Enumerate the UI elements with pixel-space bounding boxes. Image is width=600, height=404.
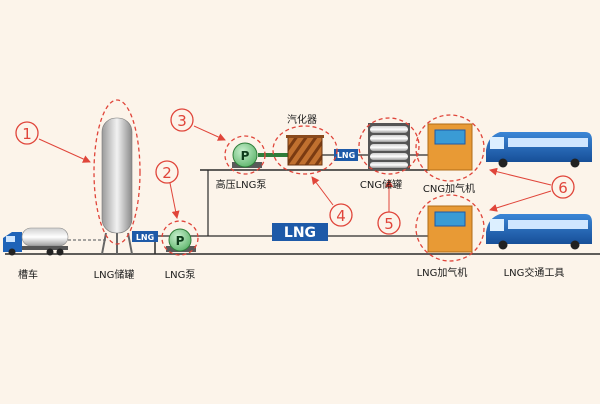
- callout-arrow: [38, 138, 91, 163]
- label-lng-storage: LNG储罐: [94, 268, 135, 281]
- tanker-truck: [3, 227, 108, 256]
- label-cng-dispenser: CNG加气机: [423, 182, 475, 195]
- cng-cylinder: [370, 162, 408, 168]
- highlight-storage-tank: [93, 99, 141, 245]
- storage-tank-body: [101, 117, 133, 234]
- cng-bus-windshield: [490, 137, 504, 149]
- highlight-vaporizer: [272, 125, 338, 175]
- highlight-lng-dispenser: [415, 194, 485, 262]
- lng-bus-wheel: [570, 240, 580, 250]
- highlight-cng-storage: [358, 117, 420, 175]
- callout-arrow: [169, 182, 180, 219]
- highlight-lng-pump: [161, 220, 199, 256]
- cng-cylinder: [370, 144, 408, 151]
- lng-tag-small: [334, 149, 358, 161]
- hp-pump-body: [232, 142, 258, 168]
- lng-tag-text: LNG: [337, 151, 355, 160]
- label-cng-storage: CNG储罐: [360, 178, 402, 191]
- callouts: 1 2 3 4 5 6: [15, 108, 575, 235]
- cng-bus-wheel: [498, 158, 508, 168]
- lng-storage-tank: LNG: [101, 117, 158, 255]
- vaporizer: LNG: [286, 135, 358, 166]
- cng-dispenser-screen: [434, 129, 466, 145]
- lng-tag-small: [132, 231, 158, 242]
- cng-cylinder: [370, 135, 408, 142]
- cng-dispenser: [427, 123, 473, 171]
- highlight-cng-dispenser: [415, 114, 485, 182]
- pump-body: [168, 228, 192, 252]
- callout-circle: [329, 203, 353, 227]
- label-vaporizer: 汽化器: [287, 113, 317, 126]
- cng-bus-windows: [508, 138, 588, 147]
- lng-tag-text: LNG: [136, 233, 154, 242]
- callout-circle: [155, 160, 179, 184]
- lng-pump: P: [166, 228, 196, 252]
- pump-symbol: P: [176, 234, 185, 248]
- callout-arrow: [311, 176, 334, 206]
- truck-wheel: [46, 248, 54, 256]
- callout-number: 3: [177, 112, 187, 130]
- lng-bus-wheel: [498, 240, 508, 250]
- callout-arrow: [193, 125, 226, 141]
- label-lng-vehicle: LNG交通工具: [504, 266, 565, 279]
- label-hp-lng-pump: 高压LNG泵: [216, 178, 267, 191]
- hp-pump-symbol: P: [241, 149, 250, 163]
- callout-number: 6: [558, 179, 568, 197]
- vaporizer-coil: [287, 136, 323, 166]
- truck-tank: [21, 227, 69, 247]
- cng-bus: [486, 132, 592, 168]
- label-lng-pump: LNG泵: [165, 269, 196, 281]
- lng-bus: [486, 214, 592, 250]
- cng-storage: [368, 123, 410, 169]
- cng-cylinder: [370, 153, 408, 160]
- callout-circle: [170, 108, 194, 132]
- lng-big-tag-text: LNG: [284, 225, 316, 241]
- callout-arrow: [489, 167, 552, 186]
- callout-arrow: [489, 190, 552, 212]
- callout-circle: [15, 121, 39, 145]
- callout-number: 5: [384, 215, 394, 233]
- lng-dispenser-screen: [434, 211, 466, 227]
- callout-number: 2: [162, 164, 172, 182]
- highlight-circles: [93, 99, 485, 262]
- lng-big-tag: LNG: [272, 223, 328, 241]
- truck-chassis: [22, 246, 68, 250]
- cng-cylinder: [370, 126, 408, 133]
- truck-wheel: [8, 248, 16, 256]
- label-lng-dispenser: LNG加气机: [417, 266, 468, 279]
- truck-window: [6, 236, 15, 242]
- highlight-hp-pump: [224, 135, 266, 175]
- callout-number: 4: [336, 207, 346, 225]
- callout-circle: [551, 175, 575, 199]
- lng-dispenser: [427, 205, 473, 253]
- hp-lng-pump: P: [232, 142, 262, 168]
- lng-big-tag-box: [272, 223, 328, 241]
- callout-number: 1: [22, 125, 32, 143]
- label-tanker: 槽车: [18, 268, 38, 281]
- lng-bus-windows: [508, 220, 588, 229]
- vaporizer-cap: [286, 135, 324, 138]
- component-labels: 槽车 LNG储罐 LNG泵 高压LNG泵 汽化器 CNG储罐 CNG加气机 LN…: [18, 113, 564, 281]
- lng-bus-windshield: [490, 219, 504, 231]
- cng-bus-wheel: [570, 158, 580, 168]
- truck-wheel: [56, 248, 64, 256]
